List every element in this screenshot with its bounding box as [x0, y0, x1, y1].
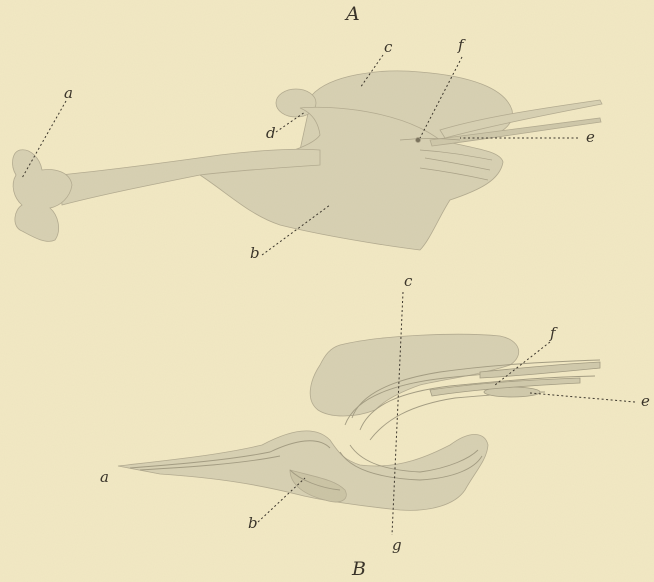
figure-a-label-a: a — [64, 86, 73, 101]
figure-a-label-b: b — [250, 246, 260, 261]
figure-b-label-e: e — [641, 394, 650, 409]
figure-a-label-c: c — [384, 40, 392, 55]
figure-b-label-b: b — [248, 516, 258, 531]
figure-b-label-c: c — [404, 274, 412, 289]
figure-a-label-d: d — [266, 126, 276, 141]
figure-a-label-e: e — [586, 130, 595, 145]
figure-a-title: A — [346, 5, 360, 24]
figure-b-label-f: f — [550, 326, 556, 341]
figure-b-title: B — [352, 560, 366, 579]
figure-a-label-f: f — [458, 38, 464, 53]
figure-b-label-g: g — [392, 538, 402, 553]
figure-b-label-a: a — [100, 470, 109, 485]
